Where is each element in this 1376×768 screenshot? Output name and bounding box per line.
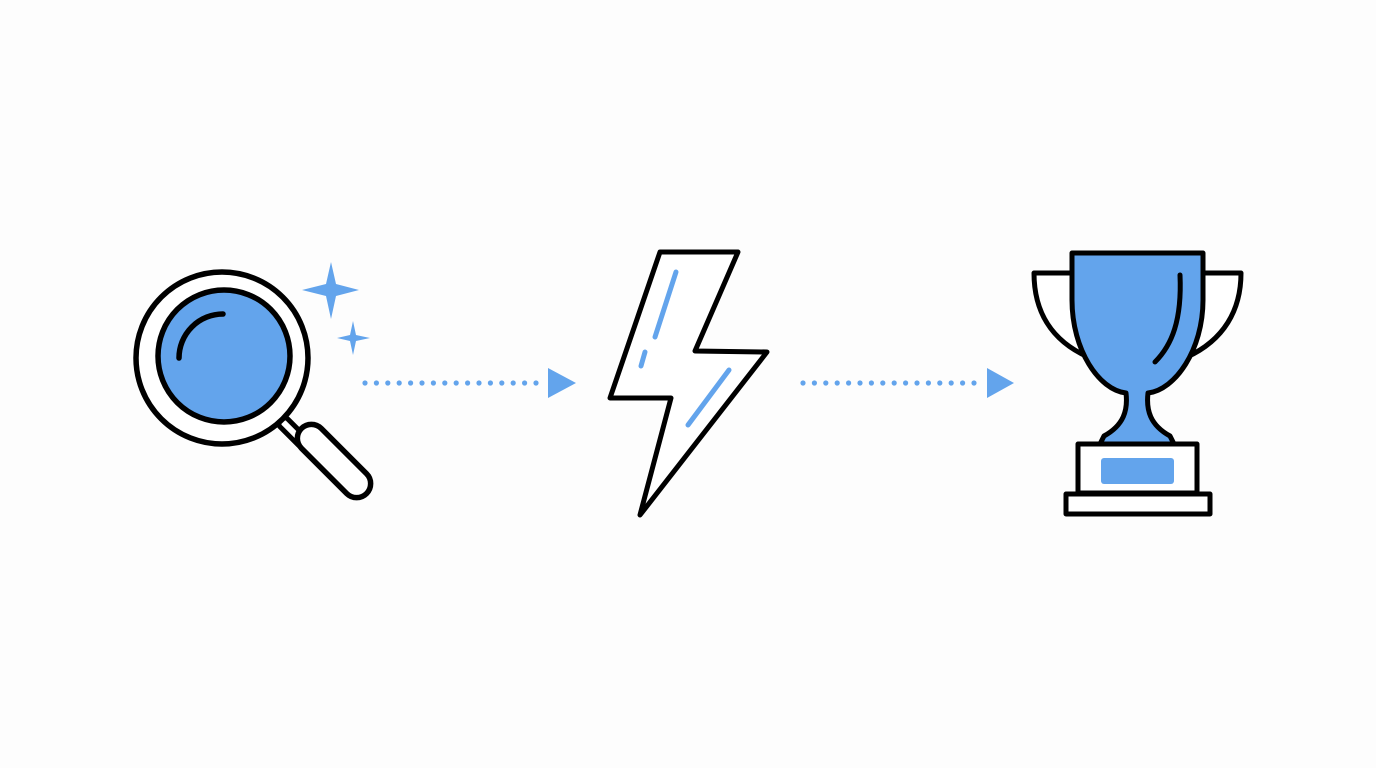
connector-dot xyxy=(914,380,920,386)
connector-dot xyxy=(937,380,943,386)
connector-dot xyxy=(800,380,806,386)
connector-dot xyxy=(948,380,954,386)
connector-dot xyxy=(465,380,471,386)
dotted-arrow-connector xyxy=(800,368,1014,398)
connector-dot xyxy=(385,380,391,386)
connector-dot xyxy=(960,380,966,386)
connector-dot xyxy=(487,380,493,386)
connector-dot xyxy=(834,380,840,386)
connector-dot xyxy=(903,380,909,386)
trophy-icon xyxy=(1031,250,1244,517)
connector-dot xyxy=(453,380,459,386)
connector-dot xyxy=(373,380,379,386)
lightning-bolt-icon xyxy=(607,249,770,518)
connector-dot xyxy=(846,380,852,386)
connector-dot xyxy=(476,380,482,386)
connector-dot xyxy=(362,380,368,386)
connector-dot xyxy=(925,380,932,386)
sparkle-large xyxy=(302,262,359,319)
trophy-cup xyxy=(1069,250,1206,447)
connector-dot xyxy=(880,380,886,386)
connector-dot xyxy=(408,380,414,386)
connector-dot xyxy=(823,380,829,386)
connector-dot xyxy=(522,380,528,386)
magnifying-glass-sparkle-icon xyxy=(133,262,374,501)
sparkle-small xyxy=(337,321,370,355)
connector-dot xyxy=(499,380,505,386)
connector-dot xyxy=(442,380,448,386)
connector-dot xyxy=(533,380,539,386)
connector-dot xyxy=(510,380,516,386)
trophy-base xyxy=(1075,441,1200,496)
trophy-plaque xyxy=(1101,458,1174,484)
arrow-head-icon xyxy=(548,368,576,398)
connector-dot xyxy=(419,380,425,386)
connector-dot xyxy=(857,380,863,386)
trophy-plate xyxy=(1063,491,1213,517)
connector-dot xyxy=(396,380,402,386)
dotted-arrow-connector xyxy=(362,368,576,398)
connector-dot xyxy=(430,380,436,386)
connector-dot xyxy=(891,380,897,386)
arrow-head-icon xyxy=(987,368,1014,398)
connector-dot xyxy=(868,380,875,386)
connector-dot xyxy=(971,380,977,386)
connector-dot xyxy=(811,380,818,386)
